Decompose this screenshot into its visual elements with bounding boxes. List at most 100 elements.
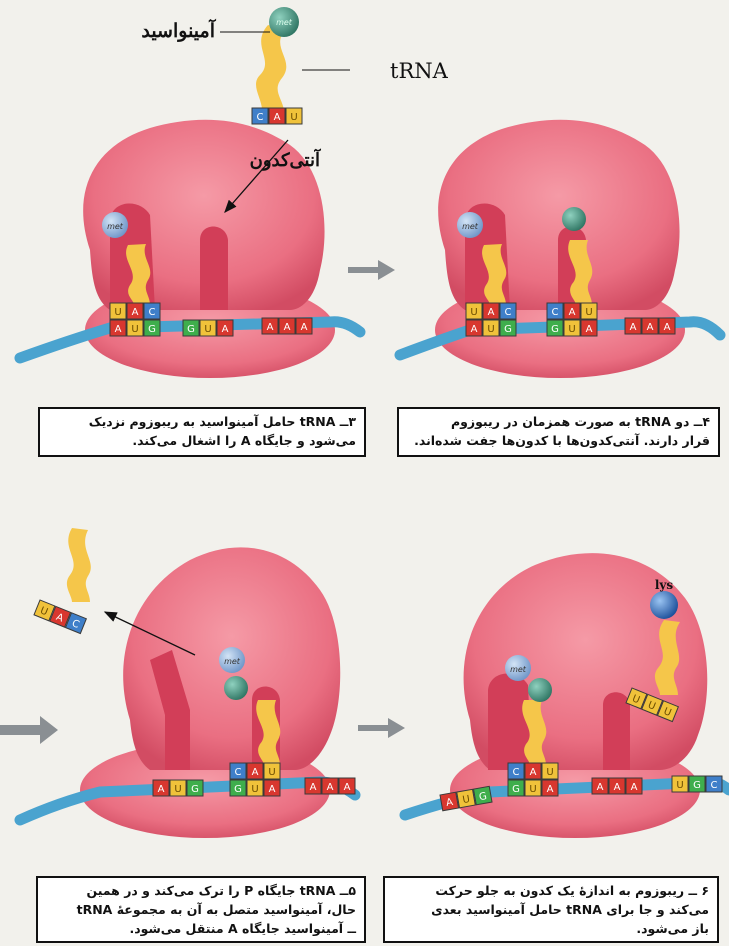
nucleotide-letter: C xyxy=(235,767,242,778)
nucleotide-letter: U xyxy=(546,767,553,778)
nucleotide-letter: U xyxy=(568,324,575,335)
a-site-channel xyxy=(603,692,630,770)
panel-step-3: met UAC AUG GUA AAA met CAU آمینواسید tR… xyxy=(20,7,449,378)
lys-amino-acid xyxy=(650,591,678,619)
incoming-amino-acid-label: met xyxy=(276,18,293,27)
caption-step-5: ۵ــ tRNA جایگاه P را ترک می‌کند و در همی… xyxy=(36,876,366,943)
caption-line: ۶ ــ ریبوزوم به اندازهٔ یک کدون به جلو ح… xyxy=(393,881,709,900)
nucleotide-letter: C xyxy=(149,307,156,318)
nucleotide-letter: A xyxy=(132,307,139,318)
trna-label: tRNA xyxy=(390,59,449,83)
caption-line: قرار دارند. آنتی‌کدون‌ها با کدون‌ها جفت … xyxy=(407,431,710,450)
lys-label: lys xyxy=(655,578,674,592)
nucleotide-letter: U xyxy=(487,324,494,335)
nucleotide-letter: U xyxy=(290,112,297,123)
caption-line: باز می‌شود. xyxy=(393,919,709,938)
anticodon-p: CAU xyxy=(508,763,558,779)
nucleotide-letter: A xyxy=(471,324,478,335)
step-arrow-1 xyxy=(348,260,395,280)
anticodon-p: UAC xyxy=(110,303,160,319)
nucleotide-letter: A xyxy=(115,324,122,335)
nucleotide-letter: A xyxy=(284,322,291,333)
nucleotide-letter: G xyxy=(148,324,156,335)
nucleotide-letter: U xyxy=(268,767,275,778)
nucleotide-letter: C xyxy=(711,780,718,791)
nucleotide-letter: U xyxy=(676,780,683,791)
nucleotide-letter: U xyxy=(585,307,592,318)
codon-next: UGC xyxy=(672,776,722,792)
met-label: met xyxy=(224,657,241,666)
nucleotide-letter: A xyxy=(274,112,281,123)
nucleotide-letter: G xyxy=(551,324,559,335)
nucleotide-letter: A xyxy=(301,322,308,333)
met-label: met xyxy=(462,222,479,231)
a-site-channel xyxy=(200,227,228,311)
departing-trna xyxy=(67,528,91,602)
nucleotide-letter: C xyxy=(505,307,512,318)
caption-step-3: ۳ــ tRNA حامل آمینواسید به ریبوزوم نزدیک… xyxy=(38,407,366,457)
green-amino-acid xyxy=(224,676,248,700)
caption-line: ۳ــ tRNA حامل آمینواسید به ریبوزوم نزدیک xyxy=(48,412,356,431)
nucleotide-letter: C xyxy=(552,307,559,318)
anticodon-a: CAU xyxy=(230,763,280,779)
nucleotide-letter: A xyxy=(252,767,259,778)
caption-line: می‌شود و جایگاه A را اشغال می‌کند. xyxy=(48,431,356,450)
nucleotide-letter: G xyxy=(191,784,199,795)
nucleotide-letter: C xyxy=(513,767,520,778)
met-label: met xyxy=(107,222,124,231)
nucleotide-letter: G xyxy=(187,324,195,335)
nucleotide-letter: U xyxy=(529,784,536,795)
nucleotide-letter: A xyxy=(530,767,537,778)
nucleotide-letter: A xyxy=(569,307,576,318)
nucleotide-letter: U xyxy=(174,784,181,795)
nucleotide-letter: C xyxy=(257,112,264,123)
amino-acid-label: آمینواسید xyxy=(141,18,216,42)
nucleotide-letter: A xyxy=(631,782,638,793)
codon-a: AAA xyxy=(592,778,642,794)
nucleotide-letter: A xyxy=(597,782,604,793)
nucleotide-letter: A xyxy=(327,782,334,793)
nucleotide-letter: U xyxy=(114,307,121,318)
step-arrow-left xyxy=(0,716,58,744)
caption-line: ۵ــ tRNA جایگاه P را ترک می‌کند و در همی… xyxy=(46,881,356,900)
nucleotide-letter: G xyxy=(512,784,520,795)
caption-line: حال، آمینواسید متصل به آن به مجموعهٔ tRN… xyxy=(46,900,356,919)
anticodon-label: آنتی‌کدون xyxy=(250,148,322,171)
nucleotide-letter: A xyxy=(158,784,165,795)
nucleotide-letter: A xyxy=(267,322,274,333)
nucleotide-letter: A xyxy=(222,324,229,335)
nucleotide-letter: A xyxy=(547,784,554,795)
anticodon-a: CAU xyxy=(547,303,597,319)
nucleotide-letter: G xyxy=(693,780,701,791)
green-amino-acid xyxy=(562,207,586,231)
nucleotide-letter: U xyxy=(470,307,477,318)
step-arrow-2 xyxy=(358,718,405,738)
nucleotide-letter: A xyxy=(344,782,351,793)
caption-step-4: ۴ــ دو tRNA به صورت همزمان در ریبوزوم قر… xyxy=(397,407,720,457)
nucleotide-letter: U xyxy=(251,784,258,795)
met-label: met xyxy=(510,665,527,674)
nucleotide-letter: A xyxy=(664,322,671,333)
nucleotide-letter: G xyxy=(234,784,242,795)
nucleotide-letter: U xyxy=(204,324,211,335)
nucleotide-letter: A xyxy=(488,307,495,318)
nucleotide-letter: A xyxy=(586,324,593,335)
nucleotide-letter: U xyxy=(131,324,138,335)
caption-line: می‌کند و جا برای tRNA حامل آمینواسید بعد… xyxy=(393,900,709,919)
nucleotide-letter: A xyxy=(630,322,637,333)
nucleotide-letter: A xyxy=(614,782,621,793)
nucleotide-letter: A xyxy=(310,782,317,793)
